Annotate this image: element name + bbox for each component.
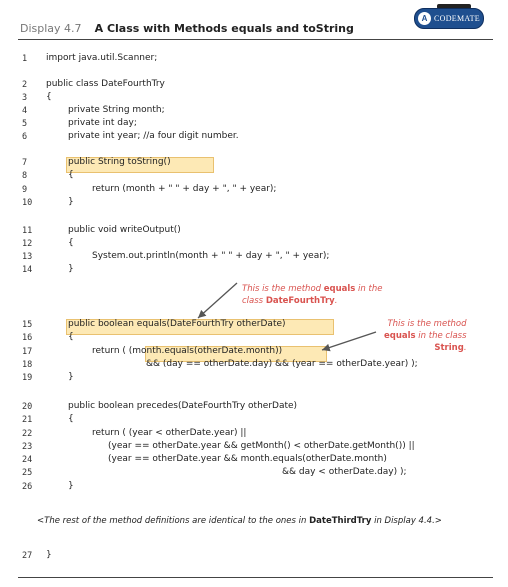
code-line: System.out.println(month + " " + day + "…	[92, 251, 330, 261]
line-number: 17	[22, 347, 33, 357]
line-number: 10	[22, 198, 33, 208]
code-line: {	[68, 414, 74, 424]
line-number: 6	[22, 132, 28, 142]
code-line: private int year; //a four digit number.	[68, 131, 239, 141]
code-line: (year == otherDate.year && month.equals(…	[108, 454, 387, 464]
code-line: {	[68, 238, 74, 248]
codemate-label: CODEMATE	[434, 14, 480, 23]
line-number: 9	[22, 185, 28, 195]
display-title: A Class with Methods equals and toString	[94, 22, 354, 35]
line-number: 24	[22, 455, 33, 465]
codemate-badge[interactable]: A CODEMATE	[414, 8, 484, 29]
line-number: 19	[22, 373, 33, 383]
code-line: public boolean precedes(DateFourthTry ot…	[68, 401, 298, 411]
line-number: 21	[22, 415, 33, 425]
code-line: {	[46, 92, 52, 102]
code-line: }	[68, 197, 74, 207]
code-line: return (month + " " + day + ", " + year)…	[92, 184, 277, 194]
line-number: 20	[22, 402, 33, 412]
line-number: 27	[22, 551, 33, 561]
badge-top-bar	[437, 4, 471, 9]
line-number: 16	[22, 333, 33, 343]
code-line: }	[68, 481, 74, 491]
code-line: (year == otherDate.year && getMonth() < …	[108, 441, 415, 451]
code-line: }	[46, 550, 52, 560]
line-number: 1	[22, 54, 28, 64]
code-line: return ( (year < otherDate.year) ||	[92, 428, 247, 438]
code-line: && day < otherDate.day) );	[282, 467, 407, 477]
display-header: Display 4.7 A Class with Methods equals …	[20, 22, 354, 35]
highlight-string-equals	[145, 346, 327, 362]
line-number: 3	[22, 93, 28, 103]
code-line: }	[68, 372, 74, 382]
line-number: 18	[22, 360, 33, 370]
line-number: 11	[22, 226, 33, 236]
code-line: public class DateFourthTry	[46, 79, 165, 89]
line-number: 14	[22, 265, 33, 275]
footnote: <The rest of the method definitions are …	[37, 516, 442, 526]
line-number: 5	[22, 119, 28, 129]
codemate-logo-icon: A	[418, 12, 431, 25]
code-line: {	[68, 170, 74, 180]
line-number: 26	[22, 482, 33, 492]
code-line: {	[68, 332, 74, 342]
line-number: 13	[22, 252, 33, 262]
display-number: Display 4.7	[20, 22, 82, 35]
line-number: 12	[22, 239, 33, 249]
line-number: 4	[22, 106, 28, 116]
line-number: 23	[22, 442, 33, 452]
highlight-equals-signature	[66, 319, 334, 335]
line-number: 22	[22, 429, 33, 439]
arrow-to-equals-method	[197, 282, 238, 319]
code-line: }	[68, 264, 74, 274]
line-number: 15	[22, 320, 33, 330]
code-line: private int day;	[68, 118, 137, 128]
line-number: 25	[22, 468, 33, 478]
top-rule	[18, 39, 493, 40]
code-line: return ( (month.equals(otherDate.month))	[92, 346, 283, 356]
code-line: public void writeOutput()	[68, 225, 181, 235]
code-line: private String month;	[68, 105, 165, 115]
code-line: public String toString()	[68, 157, 171, 167]
line-number: 7	[22, 158, 28, 168]
note-equals-string: This is the method equals in the class S…	[384, 319, 467, 353]
code-line: import java.util.Scanner;	[46, 53, 158, 63]
bottom-rule	[18, 577, 493, 578]
code-line: && (day == otherDate.day) && (year == ot…	[146, 359, 418, 369]
note-equals-datefourthtry: This is the method equals in the class D…	[242, 284, 383, 306]
line-number: 8	[22, 171, 28, 181]
code-line: public boolean equals(DateFourthTry othe…	[68, 319, 286, 329]
line-number: 2	[22, 80, 28, 90]
highlight-tostring	[66, 157, 214, 173]
